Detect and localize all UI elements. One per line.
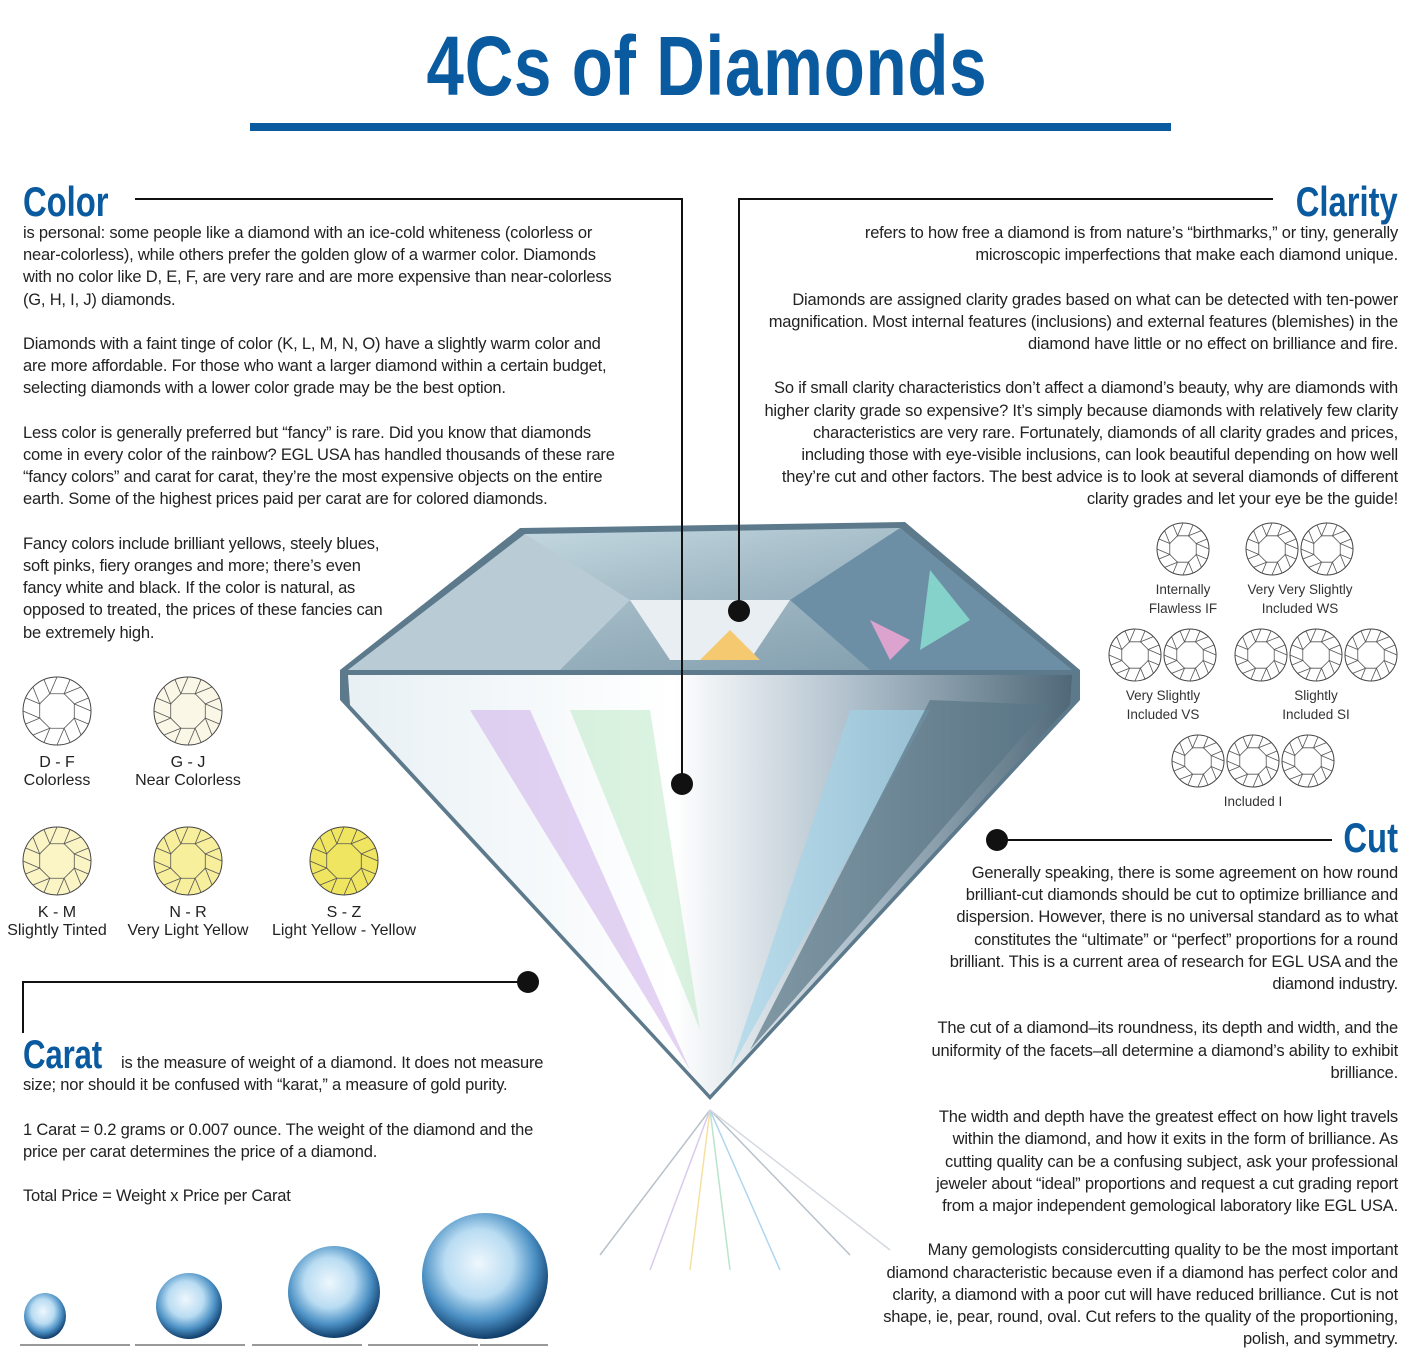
grade-name: Light Yellow - Yellow	[271, 922, 417, 939]
color-paragraph: Diamonds with a faint tinge of color (K,…	[23, 335, 607, 398]
clarity-text: refers to how free a diamond is from nat…	[750, 222, 1398, 533]
cut-connector	[997, 839, 1332, 841]
clarity-paragraph: Diamonds are assigned clarity grades bas…	[768, 290, 1398, 353]
color-pointer-dot	[671, 773, 693, 795]
color-connector	[135, 198, 683, 200]
clarity-paragraph: refers to how free a diamond is from nat…	[864, 224, 1398, 265]
clarity-connector	[738, 198, 740, 610]
title-underline	[250, 123, 1171, 131]
carat-intro: is the measure of weight of a diamond. I…	[23, 1054, 544, 1095]
diamond-color-icon	[153, 826, 223, 901]
grade-range: S - Z	[326, 904, 362, 921]
color-connector	[681, 198, 683, 783]
carat-formula: Total Price = Weight x Price per Carat	[23, 1187, 291, 1206]
grade-name: Colorless	[23, 772, 91, 789]
carat-heading: Carat	[23, 1033, 102, 1077]
clarity-diamond-icon	[1226, 734, 1280, 793]
carat-paragraph: 1 Carat = 0.2 grams or 0.007 ounce. The …	[23, 1120, 534, 1161]
clarity-diamond-icon	[1163, 628, 1217, 687]
clarity-diamond-icon	[1171, 734, 1225, 793]
gem-icon	[288, 1246, 380, 1338]
grade-range: D - F	[39, 754, 75, 771]
color-paragraph: is personal: some people like a diamond …	[23, 224, 612, 309]
color-paragraph: Fancy colors include brilliant yellows, …	[23, 534, 383, 642]
clarity-connector	[738, 198, 1273, 200]
clarity-diamond-icon	[1245, 522, 1299, 581]
light-rays	[599, 1109, 891, 1270]
grade-name: Slightly Tinted	[7, 922, 107, 939]
cut-paragraph: Generally speaking, there is some agreem…	[949, 864, 1399, 994]
diamond-color-icon	[153, 676, 223, 751]
color-paragraph: Less color is generally preferred but “f…	[23, 423, 615, 509]
grade-name: Near Colorless	[135, 772, 241, 789]
carat-connector	[22, 981, 24, 1033]
clarity-diamond-icon	[1289, 628, 1343, 687]
carat-size-comparison	[20, 1213, 548, 1346]
diamond-color-icon	[22, 826, 92, 901]
grade-name: Very Light Yellow	[127, 922, 249, 939]
gem-icon	[24, 1293, 66, 1339]
cut-heading: Cut	[1343, 814, 1398, 861]
grade-range: K - M	[37, 904, 77, 921]
clarity-diamond-icon	[1300, 522, 1354, 581]
diamond-illustration	[340, 522, 1080, 1270]
diamond-color-icon	[22, 676, 92, 751]
diamond-color-icon	[309, 826, 379, 901]
clarity-diamond-icon	[1344, 628, 1398, 687]
cut-paragraph: Many gemologists considercutting quality…	[883, 1241, 1398, 1349]
clarity-diamond-icon	[1281, 734, 1335, 793]
clarity-pointer-dot	[728, 600, 750, 622]
clarity-heading: Clarity	[1296, 178, 1398, 225]
carat-connector	[22, 981, 528, 983]
page-title: 4Cs of Diamonds	[426, 19, 988, 113]
clarity-diamond-icon	[1156, 522, 1210, 581]
grade-range: G - J	[170, 754, 206, 771]
color-text: is personal: some people like a diamond …	[23, 222, 628, 666]
color-heading: Color	[23, 178, 109, 225]
cut-text: Generally speaking, there is some agreem…	[880, 862, 1398, 1361]
clarity-paragraph: So if small clarity characteristics don’…	[764, 379, 1398, 509]
clarity-grade-label: Included I	[1223, 794, 1283, 809]
cut-paragraph: The cut of a diamond–its roundness, its …	[931, 1019, 1399, 1082]
gem-icon	[156, 1273, 222, 1339]
carat-pointer-dot	[517, 971, 539, 993]
clarity-diamond-icon	[1108, 628, 1162, 687]
cut-paragraph: The width and depth have the greatest ef…	[936, 1108, 1398, 1216]
clarity-diamond-icon	[1234, 628, 1288, 687]
gem-icon	[422, 1213, 548, 1339]
grade-range: N - R	[169, 904, 207, 921]
